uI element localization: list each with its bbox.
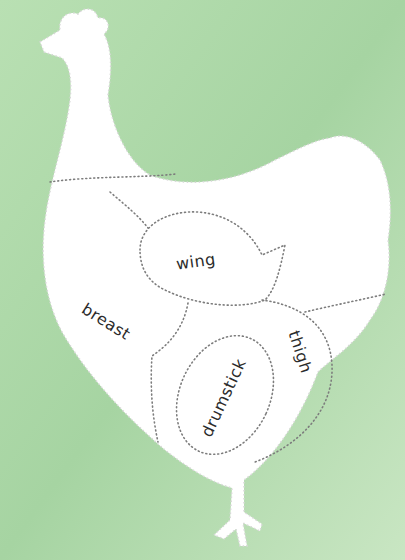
- back-line: [305, 294, 386, 312]
- chicken-silhouette: [40, 9, 390, 546]
- drumstick-outline: [158, 320, 292, 470]
- wing-outline: [140, 212, 285, 305]
- shoulder-line: [110, 192, 148, 228]
- neck-line: [50, 174, 176, 182]
- breast-line: [151, 303, 188, 442]
- thigh-outline: [255, 300, 332, 462]
